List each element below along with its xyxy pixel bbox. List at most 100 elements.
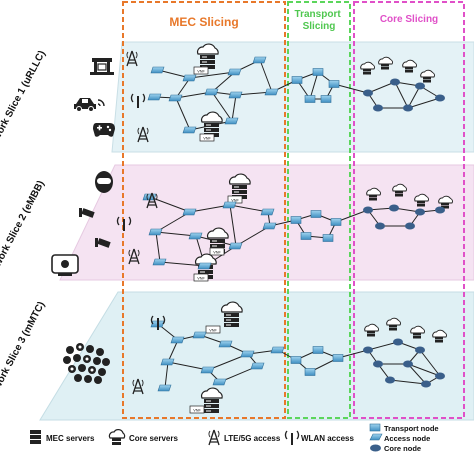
core-node: [421, 380, 431, 388]
cloud-icon: [196, 43, 219, 55]
core-node: [393, 338, 403, 346]
server-light: [206, 129, 211, 131]
vnf-frame: [193, 273, 209, 282]
iot-devices-cluster-icon: [63, 343, 110, 384]
server-rack-unit: [389, 328, 397, 331]
server-light: [206, 400, 211, 402]
cloud-icon: [200, 111, 223, 123]
access-node: [152, 258, 167, 266]
car-icon: [74, 98, 96, 112]
server-light: [226, 324, 231, 326]
cloud-icon: [364, 323, 379, 332]
network-link: [155, 231, 161, 263]
transport-node: [320, 95, 332, 103]
tower-body: [128, 248, 140, 265]
network-link: [367, 341, 399, 351]
transport-header-line-1: Transport: [295, 9, 342, 20]
legend-core-node-icon: [370, 444, 381, 452]
legend-lte-access-label: LTE/5G access: [224, 434, 281, 443]
legend-transport-node-label: Transport node: [384, 424, 439, 433]
core-server-icon: [360, 61, 375, 75]
server-rack-unit: [200, 55, 215, 59]
server-light: [226, 319, 231, 321]
server-rack-unit: [232, 190, 247, 194]
core-server-icon: [410, 325, 425, 339]
server-rack-unit: [435, 337, 443, 340]
vnf-label: VNF: [209, 328, 217, 332]
vnf-label: VNF: [203, 136, 211, 140]
legend-access-node-label: Access node: [384, 434, 430, 443]
server-rack-unit: [367, 334, 375, 337]
network-link: [175, 77, 191, 99]
access-node: [224, 117, 239, 125]
tower-body: [137, 126, 149, 143]
cloud-icon: [228, 173, 251, 185]
tower-signal: [128, 249, 140, 257]
core-server-icon: [438, 195, 453, 209]
security-camera-icon: [79, 208, 95, 218]
server-rack-unit: [381, 64, 389, 67]
network-link: [309, 71, 319, 100]
vnf-label: VNF: [231, 198, 239, 202]
access-node: [182, 126, 197, 134]
lte-tower-icon: [132, 378, 144, 395]
network-link: [407, 363, 441, 377]
cloud-icon: [200, 387, 223, 399]
transport-node: [290, 356, 302, 364]
slice-2-label: Network Slice 2 (eMBB): [0, 179, 47, 283]
network-link: [175, 97, 191, 131]
server-rack-unit: [413, 336, 421, 339]
server-light: [202, 56, 207, 58]
tower-body: [146, 192, 158, 209]
server-rack-unit: [224, 318, 239, 322]
vnf-label: VNF: [197, 69, 205, 73]
vnf-frame: [205, 325, 221, 334]
vr-headset-icon: [95, 171, 113, 193]
server-rack-unit: [204, 399, 219, 403]
server-rack-unit: [204, 404, 219, 408]
antenna-pole: [137, 96, 139, 108]
transport-node: [300, 232, 312, 240]
server-rack-unit: [417, 204, 425, 207]
network-link: [229, 204, 237, 247]
server-rack-unit: [369, 195, 377, 198]
server-rack-unit: [395, 191, 403, 194]
access-node: [228, 242, 243, 250]
server-rack-unit: [405, 67, 413, 70]
cloud-icon: [360, 61, 375, 70]
server-rack-unit: [224, 323, 239, 327]
slice-1-plane: [111, 41, 474, 153]
core-node: [403, 104, 413, 112]
tower-signal: [146, 193, 158, 201]
transport-node: [328, 80, 340, 88]
legend-lte-tower-icon: [208, 429, 220, 446]
access-node: [250, 362, 265, 370]
server-light: [206, 410, 211, 412]
vnf-label: VNF: [193, 408, 201, 412]
server-light: [202, 61, 207, 63]
robot-arm-icon: [90, 58, 114, 75]
tower-signal: [137, 127, 149, 135]
tower-body: [132, 378, 144, 395]
core-server-icon: [414, 193, 429, 207]
server-rack-unit: [210, 244, 225, 248]
cloud-icon: [438, 195, 453, 204]
access-node: [182, 208, 197, 216]
server-rack-unit: [423, 80, 431, 83]
core-node: [415, 346, 425, 354]
access-node: [212, 378, 227, 386]
legend-core-server-icon: [108, 429, 126, 445]
vnf-box: VNF: [205, 325, 221, 334]
core-node: [363, 346, 373, 354]
cloud-icon: [432, 329, 447, 338]
core-server-icon: [432, 329, 447, 343]
transport-node: [304, 368, 316, 376]
access-node: [182, 74, 197, 82]
core-node: [385, 376, 395, 384]
smart-device-icon: [51, 254, 79, 276]
core-server-icon: [402, 59, 417, 73]
mec-server-icon: [220, 301, 243, 327]
core-slicing-header: Core Slicing: [380, 14, 438, 25]
access-node: [170, 336, 185, 344]
